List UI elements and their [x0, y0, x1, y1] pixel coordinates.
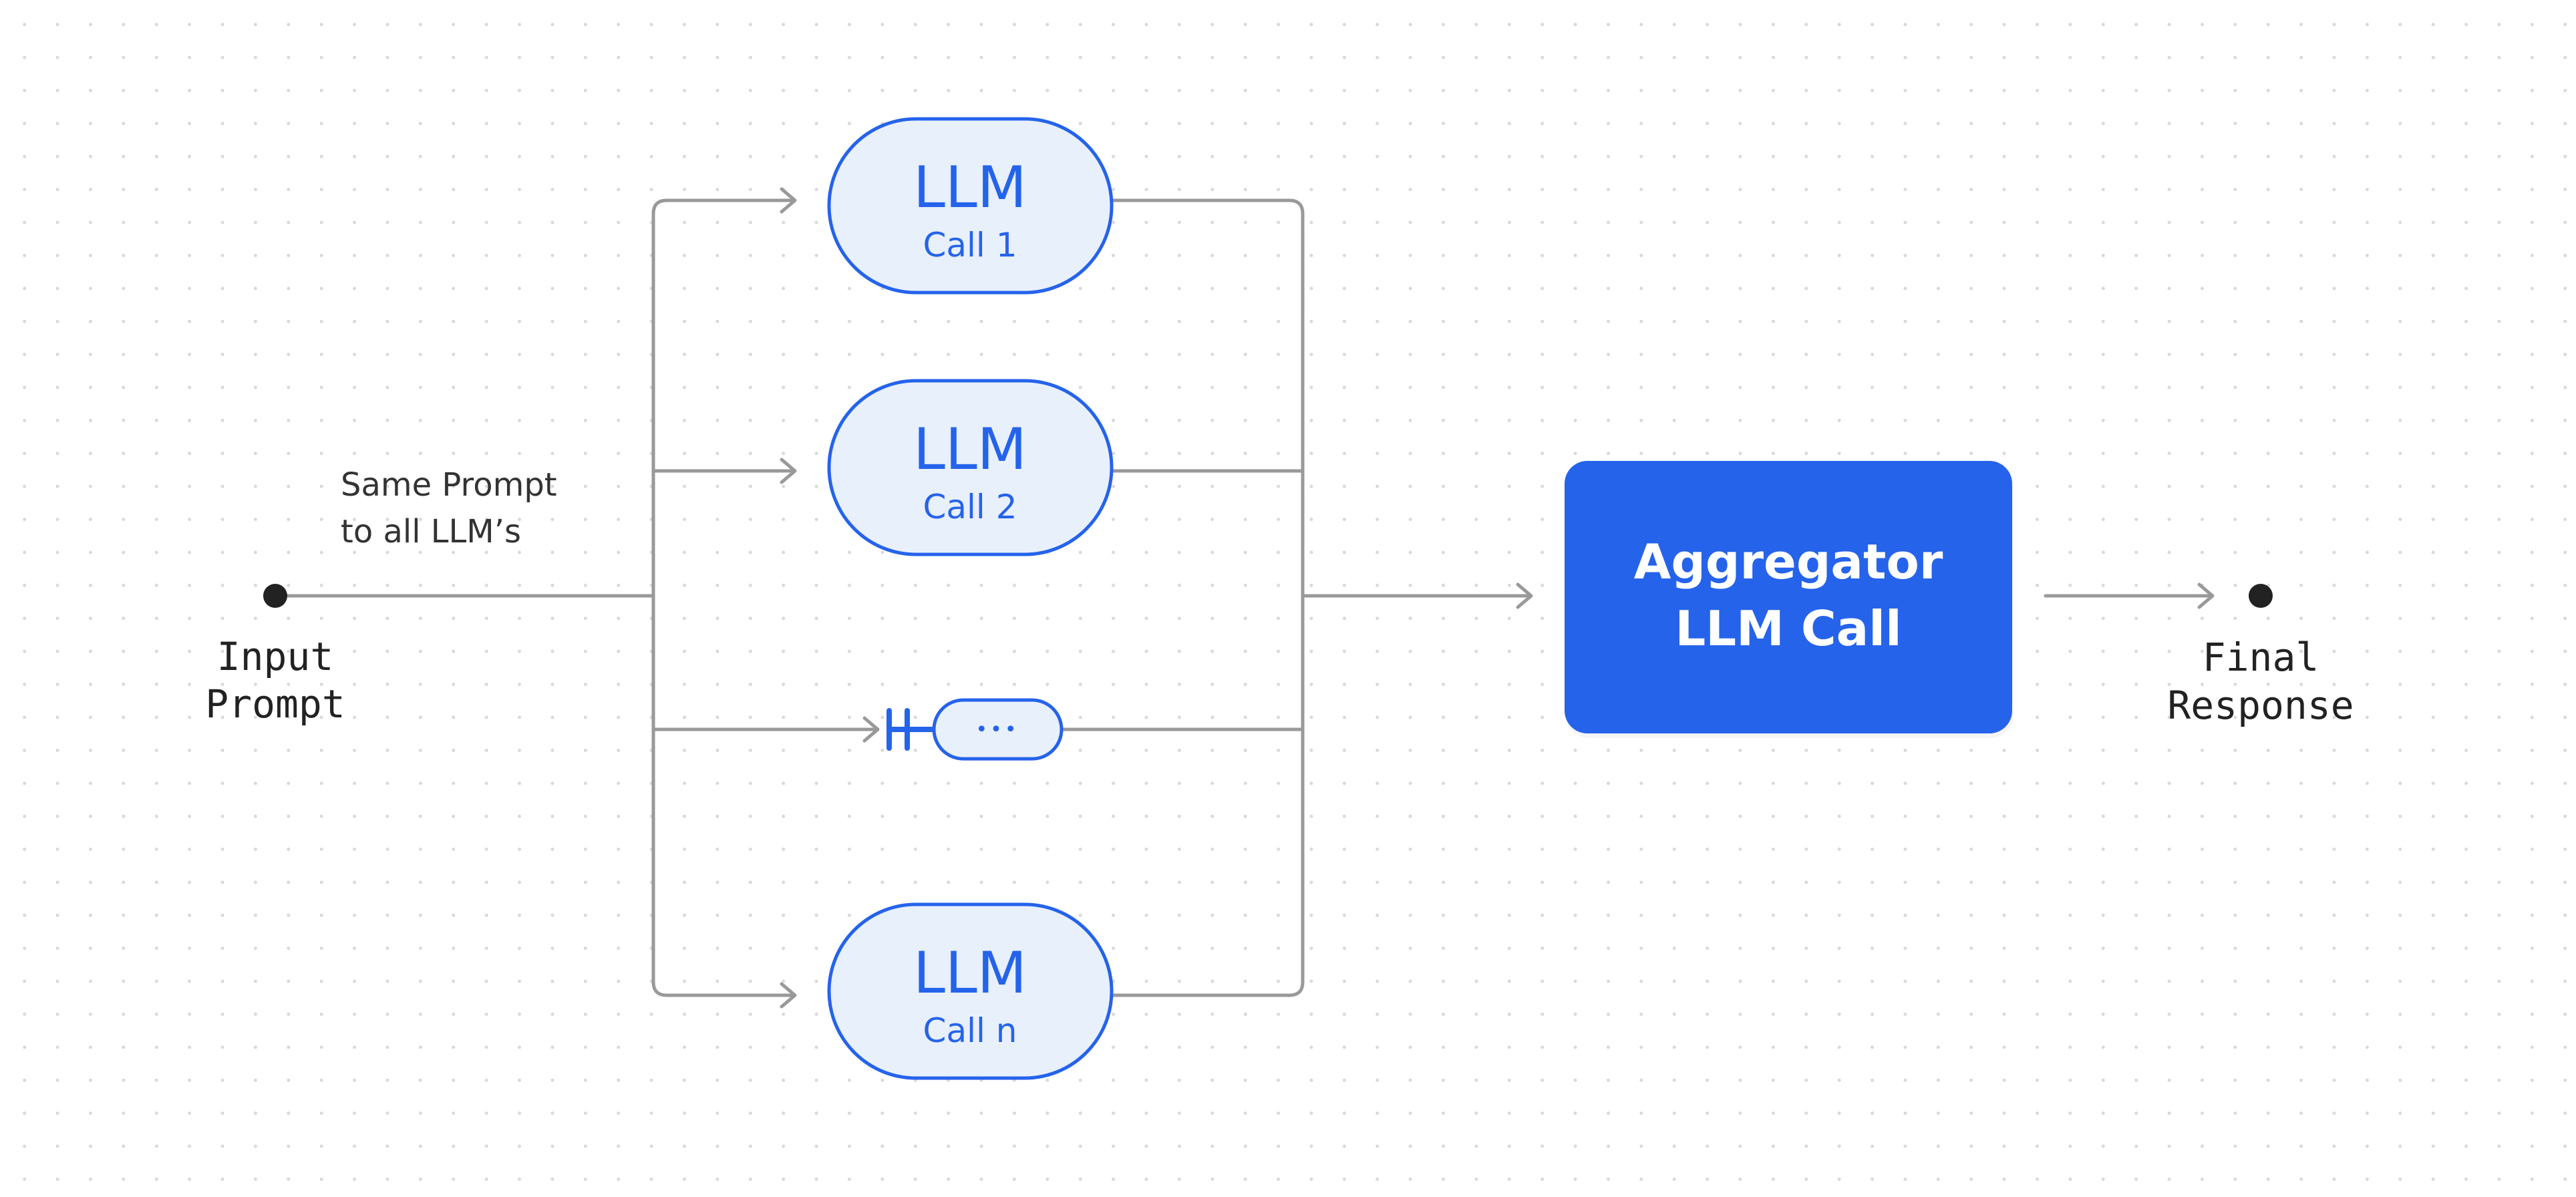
- aggregator-shape: [1565, 461, 2012, 733]
- llm-call-n-subtitle: Call n: [923, 1011, 1017, 1050]
- output-dot: [2249, 584, 2273, 608]
- llm-call-1-subtitle: Call 1: [923, 226, 1017, 265]
- llm-call-2-node: LLM Call 2: [827, 379, 1114, 556]
- arrowhead-output: [2197, 582, 2215, 609]
- arrowhead-call-1: [780, 187, 797, 214]
- llm-call-2-subtitle: Call 2: [923, 488, 1017, 526]
- llm-call-1-node: LLM Call 1: [827, 117, 1114, 295]
- annotation-line1: Same Prompt: [341, 466, 557, 504]
- fanin-bus: [1111, 198, 1305, 997]
- llm-call-n-title: LLM: [913, 940, 1027, 1007]
- llm-call-2-shape: [827, 379, 1114, 556]
- ellipsis-label: •••: [975, 718, 1019, 741]
- arrowhead-call-2: [780, 458, 797, 484]
- input-node: Input Prompt: [205, 584, 345, 727]
- ellipsis-bar-marker: [887, 708, 937, 751]
- aggregator-node: Aggregator LLM Call: [1565, 461, 2014, 738]
- arrowhead-call-n: [780, 982, 797, 1009]
- output-label-line2: Response: [2167, 683, 2354, 728]
- annotation-line2: to all LLM’s: [341, 513, 521, 550]
- llm-call-n-shape: [827, 902, 1114, 1080]
- ellipsis-node: •••: [887, 698, 1064, 761]
- aggregator-line2: LLM Call: [1675, 601, 1901, 657]
- connectors: [273, 187, 2215, 1009]
- output-node: Final Response: [2167, 584, 2354, 728]
- llm-call-1-shape: [827, 117, 1114, 295]
- ellipsis-pill: [932, 698, 1064, 761]
- same-prompt-annotation: Same Prompt to all LLM’s: [341, 466, 557, 550]
- fanout-bus: [651, 198, 796, 997]
- input-dot: [263, 584, 287, 608]
- arrowhead-aggregator: [1516, 582, 1533, 609]
- llm-call-1-title: LLM: [913, 154, 1027, 221]
- llm-call-n-node: LLM Call n: [827, 902, 1114, 1080]
- output-label-line1: Final: [2203, 635, 2319, 680]
- llm-call-2-title: LLM: [913, 416, 1027, 483]
- aggregator-line1: Aggregator: [1634, 534, 1943, 590]
- input-label-line1: Input: [217, 634, 334, 679]
- arrowhead-ellipsis: [862, 716, 880, 743]
- input-label-line2: Prompt: [205, 681, 345, 727]
